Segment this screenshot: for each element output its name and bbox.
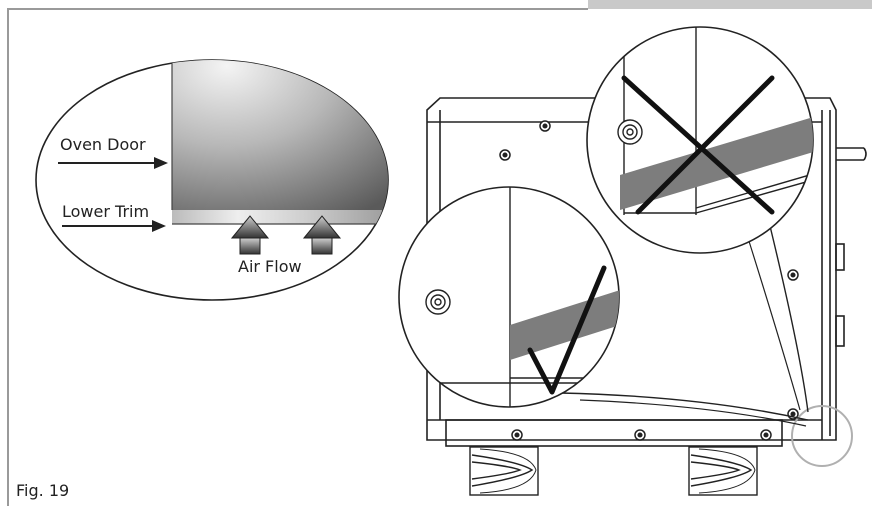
arrow-up-icon (302, 215, 342, 255)
callout-leader-bottom-inner (579, 399, 807, 427)
arrow-up-icon (230, 215, 270, 255)
cross-mark-icon (621, 75, 775, 215)
page-frame (7, 8, 588, 506)
detail-circle-incorrect (586, 26, 814, 254)
lower-trim-bar (172, 210, 388, 224)
callout-leader-top-inner (747, 237, 801, 411)
arrow-right-icon (58, 157, 168, 169)
detail-highlight-circle (791, 405, 853, 467)
oven-door-panel (172, 60, 388, 210)
callout-leader-bottom (559, 392, 809, 421)
detail-circle-correct (398, 186, 620, 408)
check-mark-icon (527, 265, 607, 395)
label-air-flow: Air Flow (238, 257, 302, 276)
wood-block-right (688, 446, 758, 496)
oven-screws (499, 120, 799, 441)
label-lower-trim: Lower Trim (62, 202, 149, 221)
header-tab-bar (588, 0, 872, 9)
callout-leader-top (769, 225, 809, 413)
wood-block-left (469, 446, 539, 496)
arrow-right-icon (62, 220, 166, 232)
label-oven-door: Oven Door (60, 135, 146, 154)
closeup-ellipse (35, 59, 389, 301)
figure-caption: Fig. 19 (16, 481, 70, 500)
